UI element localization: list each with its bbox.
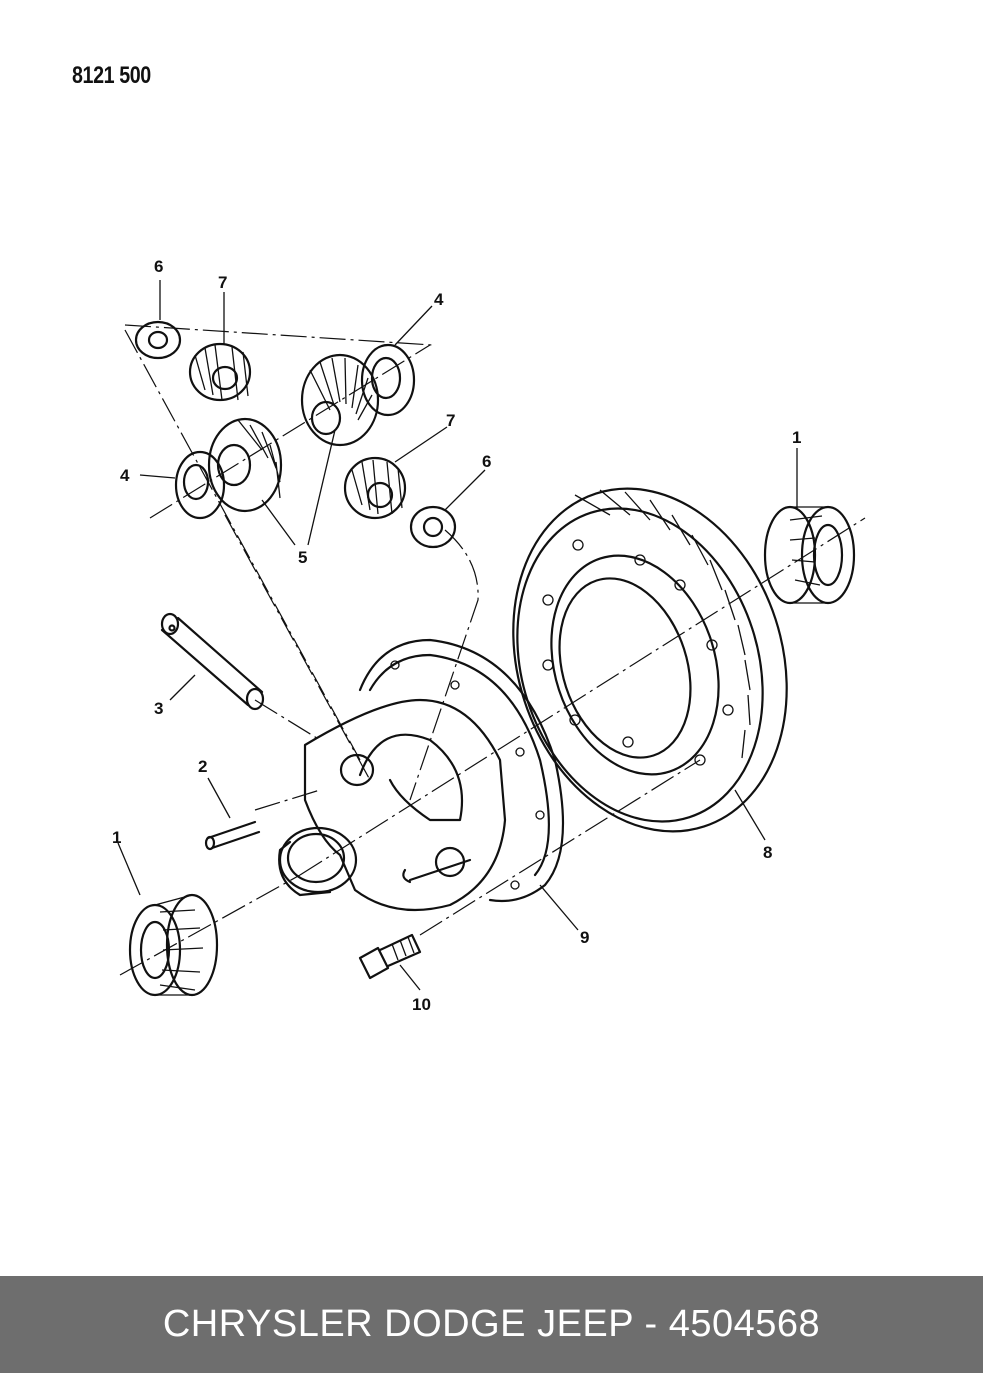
cone-bearing-1-left: [128, 893, 219, 997]
callout-10: 10: [412, 995, 431, 1014]
thrust-washer-6-lower: [409, 505, 457, 549]
cone-bearing-1-right: [763, 505, 856, 605]
callout-1-right: 1: [792, 428, 801, 447]
diagram-code: 8121 500: [72, 62, 151, 89]
footer-banner: CHRYSLER DODGE JEEP - 4504568: [0, 1276, 983, 1373]
callout-2: 2: [198, 757, 207, 776]
callout-8: 8: [763, 843, 772, 862]
callout-9: 9: [580, 928, 589, 947]
exploded-parts-diagram: 6 7 4 7 6 4 5 1 3 2 1 8 9 10: [112, 257, 866, 1014]
callout-labels: 6 7 4 7 6 4 5 1 3 2 1 8 9 10: [112, 257, 801, 1014]
side-gear-5-right: [300, 353, 380, 447]
callout-4-lower: 4: [120, 466, 130, 485]
pinion-gear-7-upper: [188, 342, 252, 402]
callout-5: 5: [298, 548, 307, 567]
thrust-washer-6-upper: [134, 320, 182, 360]
ring-gear-bolt-10: [358, 933, 422, 980]
part-caption: CHRYSLER DODGE JEEP - 4504568: [162, 1303, 821, 1345]
thrust-washer-4-upper: [360, 343, 416, 417]
roll-pin-2: [204, 820, 261, 851]
differential-case-9: [278, 638, 565, 912]
callout-4-upper: 4: [434, 290, 444, 309]
callout-6-upper: 6: [154, 257, 163, 276]
callout-3: 3: [154, 699, 163, 718]
ring-gear-8: [512, 487, 788, 833]
callout-1-left: 1: [112, 828, 121, 847]
callout-6-lower: 6: [482, 452, 491, 471]
callout-7-upper: 7: [218, 273, 227, 292]
pinion-gear-7-lower: [343, 456, 407, 520]
thrust-washer-4-lower: [174, 450, 226, 520]
callout-7-lower: 7: [446, 411, 455, 430]
leader-lines: [117, 280, 798, 991]
pinion-shaft-3: [160, 612, 265, 711]
